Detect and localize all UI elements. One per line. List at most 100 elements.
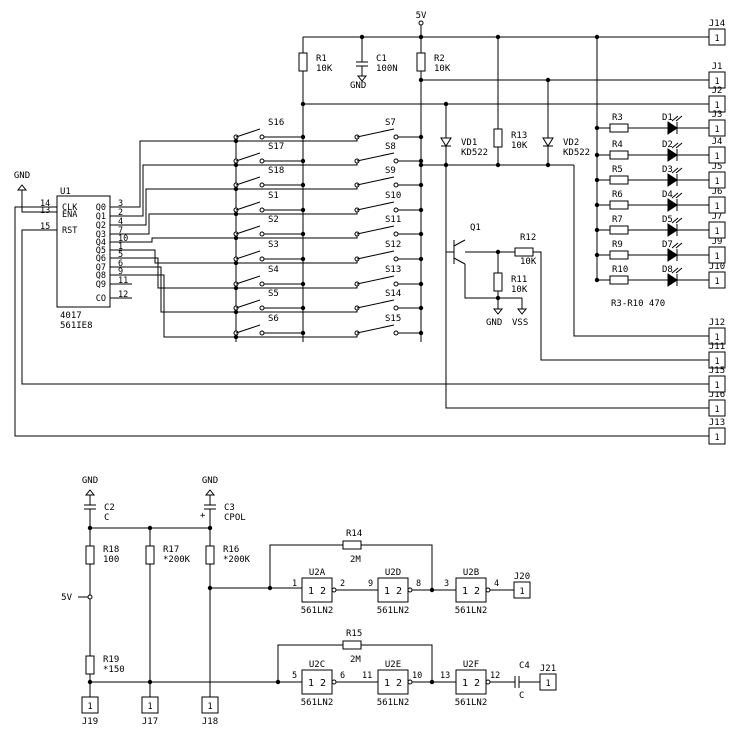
switch-s8-blade <box>356 152 395 162</box>
junction-dot <box>233 285 239 291</box>
r14 <box>342 540 362 550</box>
switch-s13-blade <box>356 275 395 285</box>
gate-u2b-out: 4 <box>494 579 499 589</box>
switch-s9-contact <box>393 182 399 188</box>
gate-u2f-out: 12 <box>490 671 500 681</box>
c1-ground <box>356 75 368 82</box>
junction-dot <box>594 125 600 131</box>
switch-s15-contact <box>393 330 399 336</box>
switch-s3-label: S3 <box>268 240 279 250</box>
switch-s12-contact <box>393 256 399 262</box>
resistor-r4 <box>609 150 629 160</box>
switch-s15-label: S15 <box>385 314 401 324</box>
u1-pin-name-q0: Q0 <box>96 203 106 213</box>
led-d2-ray <box>675 142 683 149</box>
led-d7-ray <box>675 242 683 249</box>
connector-j17-pin: 1 <box>147 702 152 712</box>
connector-j21-pin: 1 <box>545 679 550 689</box>
gate-u2b-part: 561LN2 <box>455 606 488 616</box>
switch-s2-label: S2 <box>268 215 279 225</box>
connector-j20-pin: 1 <box>519 587 524 597</box>
connector-j5-label: J5 <box>712 162 723 172</box>
switch-s11-blade <box>356 225 395 235</box>
led-d8-ray <box>675 267 683 274</box>
connector-j6-label: J6 <box>712 187 723 197</box>
connector-j12 <box>708 327 726 345</box>
junction-dot <box>429 679 435 685</box>
junction-dot <box>233 211 239 217</box>
c3-gnd-label: GND <box>202 476 218 486</box>
u1-pin-1: 1 <box>118 242 123 252</box>
connector-j5 <box>708 171 726 189</box>
q1-emitter-net <box>464 264 522 299</box>
connector-j1 <box>708 71 726 89</box>
u1-pin-10: 10 <box>118 234 128 244</box>
junction-dot <box>300 281 306 287</box>
r12 <box>514 247 534 257</box>
connector-j1-pin: 1 <box>714 77 719 87</box>
junction-dot <box>418 256 424 262</box>
vd2-value: KD522 <box>563 148 590 158</box>
c1-gnd-label: GND <box>350 81 366 91</box>
led-d3 <box>667 173 678 187</box>
connector-j21 <box>539 673 557 691</box>
connector-j21-label: J21 <box>540 664 556 674</box>
connector-j15-label: J15 <box>709 366 725 376</box>
connector-j16-label: J16 <box>709 390 725 400</box>
u1-pin-14: 14 <box>40 199 50 209</box>
u1-ground <box>16 184 28 191</box>
gate-u2f <box>455 669 487 695</box>
gate-u2e-part: 561LN2 <box>377 698 410 708</box>
junction-dot <box>418 162 424 168</box>
led-d8-label: D8 <box>662 265 673 275</box>
c2-label: C2 <box>104 503 115 513</box>
vd2-label: VD2 <box>563 138 579 148</box>
connector-j3-label: J3 <box>712 110 723 120</box>
connector-j17-label: J17 <box>142 717 158 727</box>
u1-pin-name-q1: Q1 <box>96 212 106 222</box>
switch-row-net <box>132 137 358 208</box>
led-d7-ray <box>671 242 679 249</box>
r17 <box>145 545 155 565</box>
led-d2 <box>667 148 678 162</box>
u1-pin-9: 9 <box>118 267 123 277</box>
vd1-label: VD1 <box>461 138 477 148</box>
switch-s9-label: S9 <box>385 166 396 176</box>
gate-u2a-in: 1 <box>292 579 297 589</box>
switch-row-net <box>132 274 358 338</box>
connector-j16-pin: 1 <box>714 405 719 415</box>
gate-u2e-body: 1 2 <box>384 678 402 689</box>
junction-dot <box>300 231 306 237</box>
led-d7-label: D7 <box>662 240 673 250</box>
connector-j9-label: J9 <box>712 237 723 247</box>
connector-j14-label: J14 <box>709 19 725 29</box>
r15-label: R15 <box>346 629 362 639</box>
vd1 <box>440 137 452 147</box>
u1-pin-name-q8: Q8 <box>96 271 106 281</box>
connector-j7-label: J7 <box>712 212 723 222</box>
junction-dot <box>594 252 600 258</box>
led-d3-ray <box>675 167 683 174</box>
switch-s10-contact <box>393 207 399 213</box>
junction-dot <box>233 162 239 168</box>
connector-j6 <box>708 196 726 214</box>
gate-u2a-bubble <box>331 587 337 593</box>
junction-dot <box>147 525 153 531</box>
q1-gnd-label: GND <box>486 318 502 328</box>
junction-dot <box>594 177 600 183</box>
u1-part: 4017 <box>60 311 82 321</box>
connector-j10 <box>708 271 726 289</box>
led-d4-ray <box>671 192 679 199</box>
switch-s11-label: S11 <box>385 215 401 225</box>
switch-s1-blade <box>235 201 261 211</box>
switch-s6-label: S6 <box>268 314 279 324</box>
connector-j1-label: J1 <box>712 62 723 72</box>
q1-collector <box>453 239 466 247</box>
switch-s5-label: S5 <box>268 289 279 299</box>
u1-pin-2: 2 <box>118 208 123 218</box>
switch-s16-contact <box>259 134 265 140</box>
gate-u2f-body: 1 2 <box>462 678 480 689</box>
connector-j18-label: J18 <box>202 717 218 727</box>
connector-j14-pin: 1 <box>714 34 719 44</box>
